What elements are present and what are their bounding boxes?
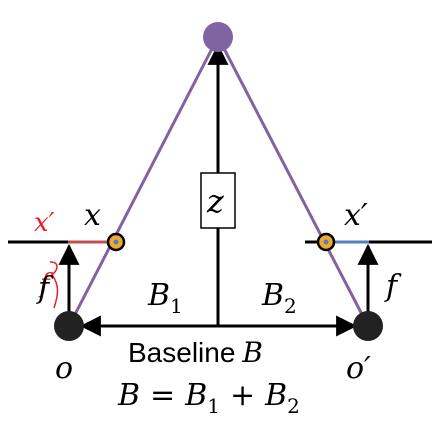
baseline-equation: B=B1+B2 [117, 378, 300, 418]
right-camera-center [353, 311, 383, 341]
baseline-caption: Baseline B [128, 336, 263, 369]
right-ray [216, 36, 370, 327]
z-label-box [200, 172, 236, 229]
label-o-prime: o′ [346, 351, 371, 386]
label-x-prime: x′ [344, 198, 368, 233]
left-ray [67, 36, 220, 327]
label-o: o [55, 351, 73, 386]
scene-point [203, 22, 233, 52]
left-camera-center [54, 311, 84, 341]
right-image-point-center [323, 239, 329, 245]
label-f-left: f [36, 271, 54, 306]
label-f-right: f [384, 269, 402, 304]
handwritten-x-prime: x′ [34, 208, 55, 238]
handwritten-scribble [49, 261, 59, 309]
left-image-point-center [113, 239, 119, 245]
label-x: x [84, 198, 101, 233]
label-b2: B2 [261, 278, 297, 318]
label-b1: B1 [147, 278, 183, 318]
label-z: z [206, 182, 225, 220]
